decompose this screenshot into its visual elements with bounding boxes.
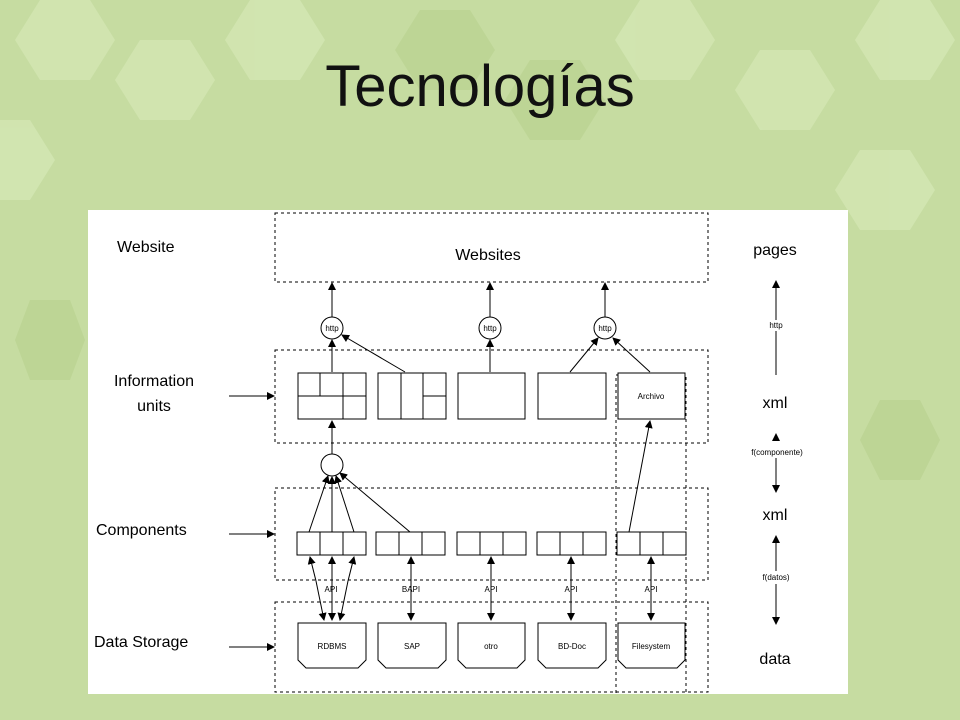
layer-label-data-storage: Data Storage [94,634,188,651]
storage-label-4: BD-Doc [558,642,586,651]
right-label-xml-top: xml [763,395,788,412]
architecture-diagram: Website Information units Components Dat… [88,210,848,694]
info-unit-2 [377,372,447,420]
right-label-pages: pages [753,242,797,259]
storage-otro [457,622,526,669]
storage-sap [377,622,447,669]
http-node-3: http [593,316,617,340]
right-label-f-componente: f(componente) [751,448,803,457]
layer-label-information-line2: units [137,398,171,415]
storage-bd-doc [537,622,607,669]
right-label-data: data [759,651,790,668]
info-unit-archivo: Archivo [617,372,686,420]
composer-node [320,453,344,477]
storage-label-5: Filesystem [632,642,671,651]
layer-label-website: Website [117,239,175,256]
http-node-2: http [478,316,502,340]
component-2 [375,531,446,556]
layer-label-components: Components [96,522,187,539]
components-layer-box [274,487,709,581]
component-5 [616,531,687,556]
slide-title: Tecnologías [325,54,635,119]
storage-label-1: RDBMS [318,642,347,651]
right-label-xml-bottom: xml [763,507,788,524]
right-label-f-datos: f(datos) [762,573,789,582]
storage-label-3: otro [484,642,498,651]
api-label-1: API [325,585,338,594]
layer-label-information-line1: Information [114,373,194,390]
websites-box-label: Websites [455,247,521,264]
information-units-layer-box [274,349,709,444]
http-label-2: http [483,324,497,333]
http-label-1: http [325,324,339,333]
archivo-label: Archivo [638,392,665,401]
http-node-1: http [320,316,344,340]
info-unit-4 [537,372,607,420]
right-label-http: http [769,321,783,330]
info-unit-3 [457,372,526,420]
component-1 [296,531,367,556]
storage-filesystem [617,622,686,669]
http-label-3: http [598,324,612,333]
websites-layer-box [274,212,709,283]
diagram-canvas [88,210,848,694]
component-3 [456,531,527,556]
storage-label-2: SAP [404,642,420,651]
storage-rdbms [297,622,367,669]
info-unit-1 [297,372,367,420]
component-4 [536,531,607,556]
